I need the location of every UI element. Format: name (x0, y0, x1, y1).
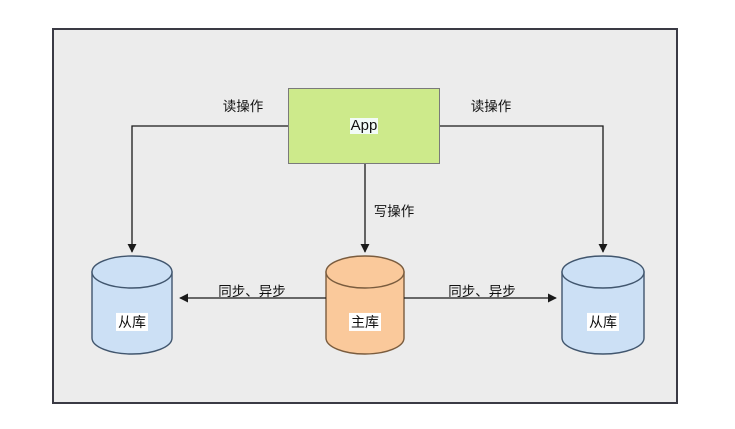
node-slave-right-label: 从库 (587, 312, 619, 332)
edge-label-read-left: 读操作 (222, 98, 264, 114)
node-app[interactable]: App (288, 88, 440, 164)
node-app-label: App (349, 116, 379, 135)
cylinder-slave-right (561, 255, 645, 355)
edge-label-write: 写操作 (373, 203, 415, 219)
edge-label-replication-left: 同步、异步 (218, 283, 286, 299)
connector-app-to-slave-right (440, 125, 608, 253)
connector-app-to-slave-left (127, 125, 288, 253)
cylinder-master (325, 255, 405, 355)
cylinder-slave-left (91, 255, 173, 355)
node-slave-left-label: 从库 (116, 312, 148, 332)
node-master-label: 主库 (349, 312, 381, 332)
edge-label-replication-right: 同步、异步 (448, 283, 516, 299)
edge-label-read-right: 读操作 (470, 98, 512, 114)
